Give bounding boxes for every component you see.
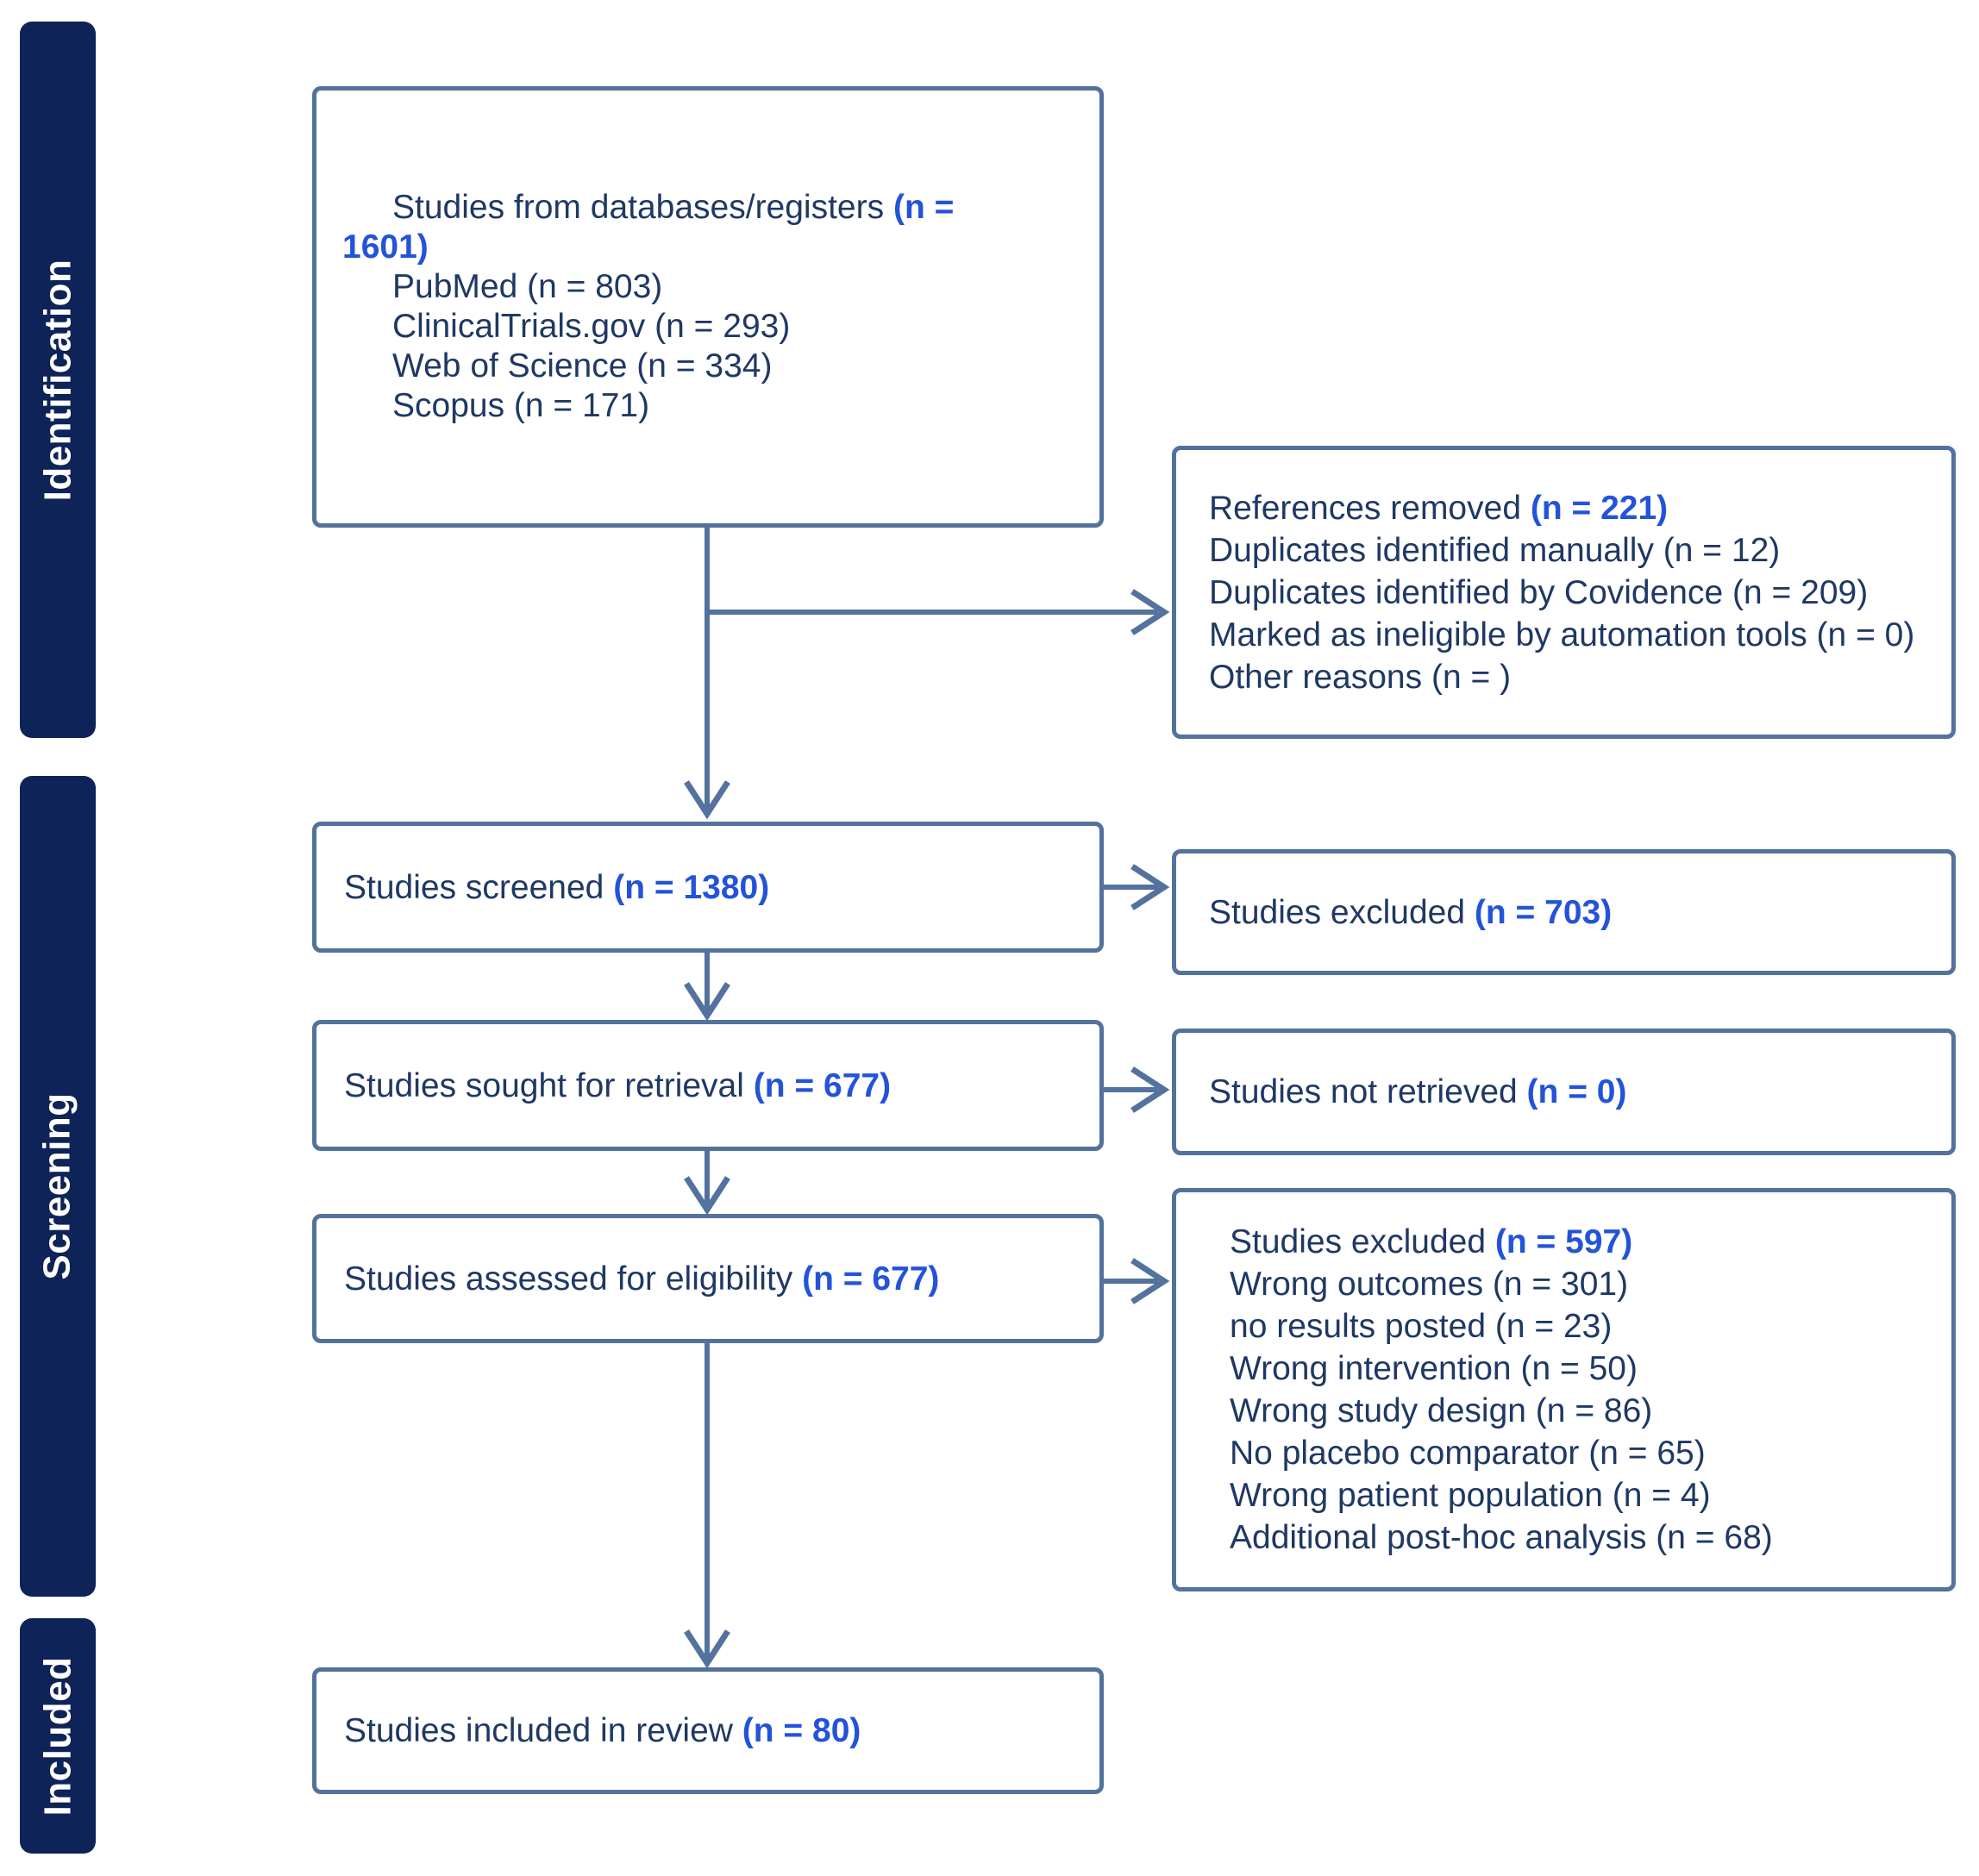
label-text: No placebo comparator (n = 65) (1230, 1435, 1706, 1472)
label-text: Wrong patient population (n = 4) (1230, 1477, 1711, 1514)
label-text: Wrong intervention (n = 50) (1230, 1350, 1638, 1387)
text-line: Studies sought for retrieval (n = 677) (344, 1065, 1099, 1107)
label-text: References removed (1209, 489, 1531, 527)
text-line: Web of Science (n = 334) (342, 347, 1099, 386)
text-line: no results posted (n = 23) (1230, 1305, 1951, 1348)
label-text: Studies included in review (344, 1712, 742, 1749)
arrow-databases-to-screened (684, 528, 730, 820)
label-text: Wrong study design (n = 86) (1230, 1392, 1653, 1429)
text-line: Studies not retrieved (n = 0) (1209, 1071, 1951, 1113)
label-text: Duplicates identified manually (n = 12) (1209, 531, 1781, 569)
arrow-sought-to-not-retrieved (1104, 1066, 1170, 1113)
label-text: Studies screened (344, 868, 614, 906)
box-studies-assessed-eligibility: Studies assessed for eligibility (n = 67… (312, 1214, 1104, 1343)
label-text: PubMed (n = 803) (392, 268, 663, 305)
label-text: Studies from databases/registers (392, 189, 893, 226)
box-studies-excluded-screening: Studies excluded (n = 703) (1172, 849, 1956, 975)
label-text: Studies assessed for eligibility (344, 1260, 803, 1298)
label-text: Scopus (n = 171) (392, 387, 650, 424)
count-value: (n = 703) (1474, 893, 1613, 931)
label-text: Studies excluded (1230, 1223, 1495, 1260)
text-line: Wrong study design (n = 86) (1230, 1390, 1951, 1432)
label-text: Web of Science (n = 334) (392, 347, 773, 385)
text-line: Studies assessed for eligibility (n = 67… (344, 1258, 1099, 1300)
text-line: 1601) (342, 228, 1099, 267)
label-text: Wrong outcomes (n = 301) (1230, 1266, 1629, 1303)
label-text: no results posted (n = 23) (1230, 1308, 1613, 1345)
arrow-screened-to-sought (684, 953, 730, 1022)
count-value: (n = 677) (753, 1066, 892, 1104)
text-line: Additional post-hoc analysis (n = 68) (1230, 1516, 1951, 1559)
label-text: Duplicates identified by Covidence (n = … (1209, 573, 1869, 611)
count-value: (n = (892, 189, 955, 226)
box-studies-included-review: Studies included in review (n = 80) (312, 1667, 1104, 1794)
arrow-screened-to-excluded (1104, 864, 1170, 910)
label-text: Marked as ineligible by automation tools… (1209, 616, 1915, 653)
text-line: Studies included in review (n = 80) (344, 1710, 1099, 1752)
box-studies-screened: Studies screened (n = 1380) (312, 822, 1104, 953)
label-text: Studies not retrieved (1209, 1073, 1527, 1110)
stage-bar-identification: Identification (20, 22, 96, 738)
stage-bar-screening: Screening (20, 776, 96, 1597)
count-value: (n = 0) (1526, 1073, 1627, 1110)
arrow-databases-to-references-removed (707, 589, 1170, 635)
text-line: References removed (n = 221) (1209, 487, 1951, 529)
text-line: Duplicates identified manually (n = 12) (1209, 529, 1951, 572)
stage-bar-included: Included (20, 1618, 96, 1854)
arrow-assessed-to-included (684, 1343, 730, 1669)
text-line: Wrong patient population (n = 4) (1230, 1474, 1951, 1516)
stage-label-screening: Screening (36, 1092, 78, 1280)
text-line: PubMed (n = 803) (342, 267, 1099, 307)
text-line: Wrong outcomes (n = 301) (1230, 1263, 1951, 1305)
box-studies-from-databases: Studies from databases/registers (n =160… (312, 86, 1104, 528)
box-references-removed: References removed (n = 221)Duplicates i… (1172, 446, 1956, 739)
label-text: ClinicalTrials.gov (n = 293) (392, 308, 791, 345)
text-line: Wrong intervention (n = 50) (1230, 1348, 1951, 1390)
label-text: Additional post-hoc analysis (n = 68) (1230, 1519, 1773, 1556)
count-value: 1601) (342, 228, 429, 266)
box-studies-not-retrieved: Studies not retrieved (n = 0) (1172, 1029, 1956, 1155)
text-line: Marked as ineligible by automation tools… (1209, 614, 1951, 656)
box-studies-sought-retrieval: Studies sought for retrieval (n = 677) (312, 1020, 1104, 1151)
count-value: (n = 221) (1530, 489, 1669, 527)
stage-label-identification: Identification (36, 259, 78, 501)
arrow-assessed-to-excluded (1104, 1258, 1170, 1304)
text-line: Studies from databases/registers (n = (342, 188, 1099, 228)
label-text: Other reasons (n = ) (1209, 658, 1512, 696)
count-value: (n = 597) (1494, 1223, 1633, 1260)
arrow-sought-to-assessed (684, 1151, 730, 1216)
count-value: (n = 80) (742, 1712, 861, 1749)
text-line: Studies excluded (n = 597) (1230, 1221, 1951, 1263)
stage-label-included: Included (36, 1656, 78, 1816)
text-line: Studies excluded (n = 703) (1209, 891, 1951, 934)
count-value: (n = 1380) (613, 868, 770, 906)
label-text: Studies sought for retrieval (344, 1066, 754, 1104)
text-line: Scopus (n = 171) (342, 386, 1099, 426)
text-line: No placebo comparator (n = 65) (1230, 1432, 1951, 1474)
text-line: ClinicalTrials.gov (n = 293) (342, 307, 1099, 347)
count-value: (n = 677) (802, 1260, 940, 1298)
text-line: Studies screened (n = 1380) (344, 866, 1099, 909)
label-text: Studies excluded (1209, 893, 1475, 931)
box-studies-excluded-eligibility: Studies excluded (n = 597)Wrong outcomes… (1172, 1188, 1956, 1591)
text-line: Other reasons (n = ) (1209, 656, 1951, 698)
text-line: Duplicates identified by Covidence (n = … (1209, 572, 1951, 614)
